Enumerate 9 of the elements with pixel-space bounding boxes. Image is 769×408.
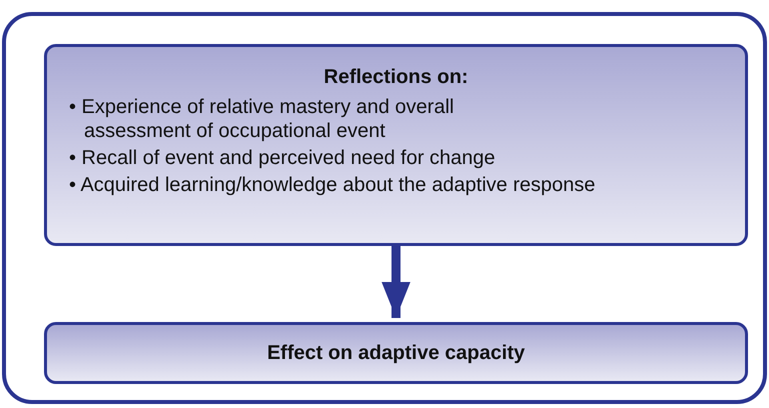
heading-text: Reflections on: — [322, 65, 470, 89]
bullet-text: • Recall of event and perceived need for change — [69, 146, 496, 170]
frame-box — [2, 12, 767, 404]
bullet-text: • Acquired learning/knowledge about the adaptive response — [69, 173, 596, 197]
process-box — [44, 44, 748, 246]
bullet-text: • Experience of relative mastery and overall assessment of occupational event — [69, 95, 455, 143]
process-box — [44, 322, 748, 384]
arrow — [382, 246, 410, 318]
heading-text: Effect on adaptive capacity — [266, 341, 526, 365]
